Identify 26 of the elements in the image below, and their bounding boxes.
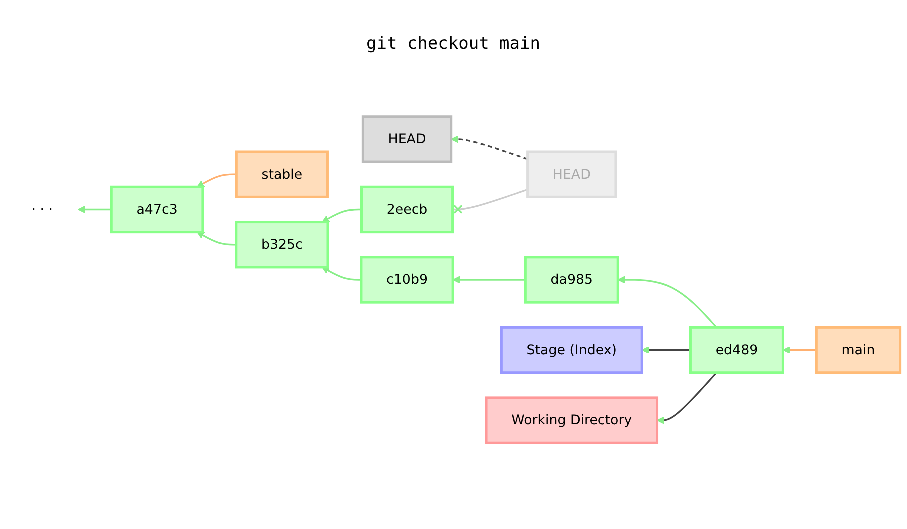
arrow xyxy=(452,276,526,284)
arrow xyxy=(642,346,691,354)
node-box: a47c3 xyxy=(110,186,204,234)
arrow xyxy=(451,136,528,160)
node-box: stable xyxy=(235,150,329,198)
node-box: HEAD xyxy=(526,150,618,198)
arrow xyxy=(618,276,718,328)
node-box: HEAD xyxy=(362,116,453,164)
arrow xyxy=(197,174,237,188)
node-box: Stage (Index) xyxy=(500,326,644,374)
arrow xyxy=(782,346,817,354)
arrow xyxy=(322,208,362,223)
node-box: b325c xyxy=(235,221,330,269)
node-text: · · · xyxy=(32,201,54,218)
arrow xyxy=(78,206,112,214)
node-box: main xyxy=(815,326,902,374)
arrow xyxy=(197,232,236,246)
node-box: 2eecb xyxy=(360,186,454,234)
node-box: da985 xyxy=(524,256,620,304)
arrow xyxy=(656,372,718,424)
diagram-title: git checkout main xyxy=(366,34,542,54)
arrow xyxy=(322,267,362,281)
node-box: ed489 xyxy=(689,326,784,374)
node-box: c10b9 xyxy=(360,256,454,304)
node-box: Working Directory xyxy=(485,396,659,444)
connector xyxy=(452,188,528,214)
